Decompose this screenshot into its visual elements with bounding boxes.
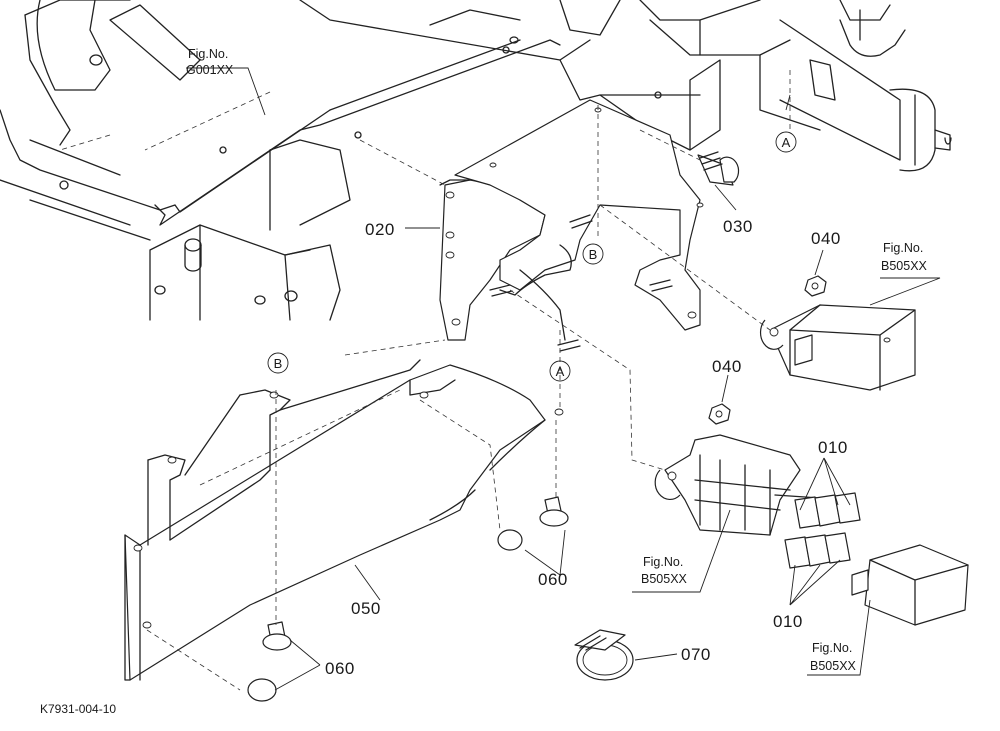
fig-ref-b505xx-lower-line1: Fig.No.: [812, 641, 852, 655]
fig-ref-b505xx-middle-line1: Fig.No.: [643, 555, 683, 569]
relay-housing-upper: [759, 304, 916, 391]
relay-bracket-lower: [654, 434, 851, 536]
part-040-nuts: [708, 275, 827, 425]
callout-020: 020: [365, 220, 395, 239]
ref-label-a-upper: A: [782, 135, 791, 150]
reference-marks: A B B A: [267, 131, 797, 382]
callout-050: 050: [351, 599, 381, 618]
callout-010-lower: 010: [773, 612, 803, 631]
part-070-clamp: [574, 629, 634, 681]
ref-label-b-lower: B: [274, 356, 283, 371]
diagram-code: K7931-004-10: [40, 702, 116, 716]
part-030-bolt: [697, 151, 740, 186]
callout-010-upper: 010: [818, 438, 848, 457]
part-020-bracket: [439, 99, 704, 352]
upper-right-assembly: [639, 0, 952, 172]
fig-ref-b505xx-lower-line2: B505XX: [810, 659, 857, 673]
ref-circle-b-upper: [582, 243, 604, 265]
fig-ref-g001xx-line2: G001XX: [186, 63, 234, 77]
relay-box-lower: [851, 544, 969, 626]
fig-ref-g001xx-line1: Fig.No.: [188, 47, 228, 61]
part-callouts: 020 030 040 040 010 010 050 060 060 070: [325, 217, 848, 678]
callout-030: 030: [723, 217, 753, 236]
leader-lines: [186, 67, 941, 691]
fig-ref-b505xx-upper-line1: Fig.No.: [883, 241, 923, 255]
callout-040-upper: 040: [811, 229, 841, 248]
ref-label-b-upper: B: [589, 247, 598, 262]
assembly-dashed-lines: [59, 70, 791, 691]
part-050-cover: [124, 359, 564, 681]
fig-ref-b505xx-upper-line2: B505XX: [881, 259, 928, 273]
callout-070: 070: [681, 645, 711, 664]
fig-ref-b505xx-middle-line2: B505XX: [641, 572, 688, 586]
ref-label-a-lower: A: [556, 364, 565, 379]
ref-circle-b-lower: [267, 352, 289, 374]
part-010-fuses: [784, 492, 861, 569]
chassis-frame: [0, 0, 721, 321]
callout-060-left: 060: [325, 659, 355, 678]
callout-060-right: 060: [538, 570, 568, 589]
ref-circle-a-lower: [549, 360, 571, 382]
part-060-rivets: [247, 496, 569, 702]
figure-references: Fig.No. G001XX Fig.No. B505XX Fig.No. B5…: [186, 47, 928, 673]
callout-040-lower: 040: [712, 357, 742, 376]
ref-circle-a-upper: [775, 131, 797, 153]
